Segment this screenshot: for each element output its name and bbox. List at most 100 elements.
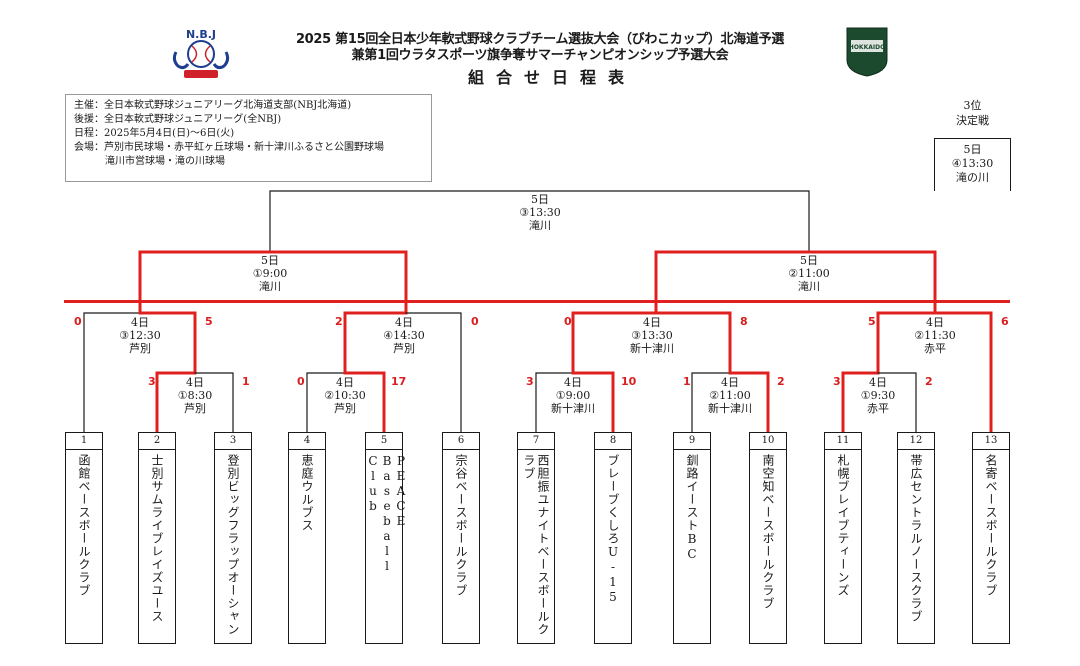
team-number: 7 <box>518 433 554 450</box>
r1c-line-win <box>571 371 615 434</box>
qf1-line-win <box>138 311 197 375</box>
qf4-line-lose <box>876 311 937 375</box>
team-box: 2 士別サムライブレイズユース <box>138 432 176 644</box>
team-name: 帯広セントラルノースクラブ <box>909 454 923 623</box>
r1a-line-win <box>155 371 197 434</box>
third-place-match: 5日 ④13:30 滝の川 <box>934 138 1011 191</box>
semi-left-match-label: 5日 ①9:00 滝川 <box>252 254 288 293</box>
tournament-subtitle: 兼第1回ウラタスポーツ旗争奪サマーチャンピオンシップ予選大会 <box>351 48 729 63</box>
r1e-match-label: 4日 ①9:30 赤平 <box>860 376 896 415</box>
r1c-match-label: 4日 ①9:00 新十津川 <box>551 376 595 415</box>
team-name: 西胆振ユナイトベースボールクラブ <box>522 454 550 636</box>
r1b-score-right: 17 <box>391 375 407 388</box>
qf2-line-lose <box>405 312 462 433</box>
r1c-line-lose <box>535 372 574 433</box>
qf3-line-win <box>654 311 732 375</box>
team-number: 5 <box>366 433 402 450</box>
r1c-score-left: 3 <box>526 375 534 388</box>
r1d-line-win <box>728 371 770 434</box>
r1a-match-label: 4日 ①8:30 芦別 <box>177 376 213 415</box>
qf4-score-left: 5 <box>868 315 876 328</box>
team-name: 函館ベースボールクラブ <box>77 454 91 597</box>
team-number: 4 <box>289 433 325 450</box>
qf4-line-win <box>933 311 993 434</box>
qf3-score-right: 8 <box>740 315 748 328</box>
team-name: PEACE Baseball Club <box>366 454 408 574</box>
team-name: 名寄ベースボールクラブ <box>984 454 998 597</box>
team-box: 3 登別ビッグフラップオーシャン <box>214 432 252 644</box>
team-number: 11 <box>825 433 861 450</box>
team-box: 1 函館ベースボールクラブ <box>65 432 103 644</box>
team-number: 8 <box>595 433 631 450</box>
r1e-score-left: 3 <box>833 375 841 388</box>
team-name: 士別サムライブレイズユース <box>150 454 164 623</box>
team-number: 13 <box>973 433 1009 450</box>
qf2-score-right: 0 <box>471 315 479 328</box>
semi-right-line-a <box>654 250 811 315</box>
team-number: 6 <box>443 433 479 450</box>
team-number: 12 <box>898 433 934 450</box>
team-name: 登別ビッグフラップオーシャン <box>226 454 240 636</box>
team-box: 12 帯広セントラルノースクラブ <box>897 432 935 644</box>
team-name: 南空知ベースボールクラブ <box>761 454 775 610</box>
team-box: 6 宗谷ベースボールクラブ <box>442 432 480 644</box>
team-name: 釧路イーストBC <box>685 454 699 562</box>
svg-text:N.B.J: N.B.J <box>186 28 216 41</box>
svg-text:HOKKAIDO: HOKKAIDO <box>849 44 885 51</box>
team-number: 2 <box>139 433 175 450</box>
hokkaido-emblem-logo: HOKKAIDO <box>846 27 888 77</box>
team-number: 3 <box>215 433 251 450</box>
team-box: 11 札幌ブレイブティーンズ <box>824 432 862 644</box>
r1d-score-right: 2 <box>777 375 785 388</box>
r1e-score-right: 2 <box>925 375 933 388</box>
r1b-line-lose <box>306 372 346 433</box>
team-box: 7 西胆振ユナイトベースボールクラブ <box>517 432 555 644</box>
r1b-match-label: 4日 ②10:30 芦別 <box>324 376 366 415</box>
team-box: 5 PEACE Baseball Club <box>365 432 408 644</box>
divider-line <box>64 300 1010 303</box>
team-number: 9 <box>674 433 710 450</box>
r1d-line-lose <box>691 372 731 433</box>
qf2-score-left: 2 <box>335 315 343 328</box>
final-match-label: 5日 ③13:30 滝川 <box>519 193 561 232</box>
qf2-match-label: 4日 ④14:30 芦別 <box>383 316 425 355</box>
semi-right-line-b <box>807 250 937 315</box>
r1e-line-win <box>841 371 880 434</box>
team-name: 恵庭ウルブス <box>300 454 314 532</box>
r1a-score-left: 3 <box>148 375 156 388</box>
r1a-line-lose <box>194 372 234 433</box>
team-name: ブレーブくしろU-15 <box>606 454 620 605</box>
team-number: 10 <box>750 433 786 450</box>
team-name: 札幌ブレイブティーンズ <box>836 454 850 597</box>
r1e-line-lose <box>877 372 917 433</box>
qf2-line-win <box>343 311 408 375</box>
final-line <box>269 190 810 253</box>
qf1-score-left: 0 <box>74 315 82 328</box>
team-number: 1 <box>66 433 102 450</box>
nbj-logo: N.B.J <box>172 28 230 78</box>
team-box: 13 名寄ベースボールクラブ <box>972 432 1010 644</box>
venues-text-continued: 滝川市営球場・滝の川球場 <box>105 156 225 167</box>
qf4-score-right: 6 <box>1001 315 1009 328</box>
semi-right-match-label: 5日 ②11:00 滝川 <box>788 254 830 293</box>
team-box: 10 南空知ベースボールクラブ <box>749 432 787 644</box>
qf3-match-label: 4日 ③13:30 新十津川 <box>630 316 674 355</box>
r1b-score-left: 0 <box>297 375 305 388</box>
r1d-score-left: 1 <box>683 375 691 388</box>
team-name: 宗谷ベースボールクラブ <box>454 454 468 597</box>
sponsor-text: 後援：全日本軟式野球ジュニアリーグ(全NBJ) <box>74 114 282 125</box>
event-info-box: 主催：全日本軟式野球ジュニアリーグ北海道支部(NBJ北海道) 後援：全日本軟式野… <box>65 94 432 182</box>
dates-text: 日程：2025年5月4日(日)～6日(火) <box>74 128 235 139</box>
r1d-match-label: 4日 ②11:00 新十津川 <box>708 376 752 415</box>
r1b-line-win <box>343 371 386 434</box>
qf4-match-label: 4日 ②11:30 赤平 <box>914 316 956 355</box>
schedule-heading: 組合せ日程表 <box>467 68 636 87</box>
qf1-score-right: 5 <box>205 315 213 328</box>
r1c-score-right: 10 <box>621 375 637 388</box>
team-box: 8 ブレーブくしろU-15 <box>594 432 632 644</box>
r1a-score-right: 1 <box>242 375 250 388</box>
team-box: 4 恵庭ウルブス <box>288 432 326 644</box>
tournament-title: 2025 第15回全日本少年軟式野球クラブチーム選抜大会（びわこカップ）北海道予… <box>295 32 785 47</box>
qf3-score-left: 0 <box>564 315 572 328</box>
